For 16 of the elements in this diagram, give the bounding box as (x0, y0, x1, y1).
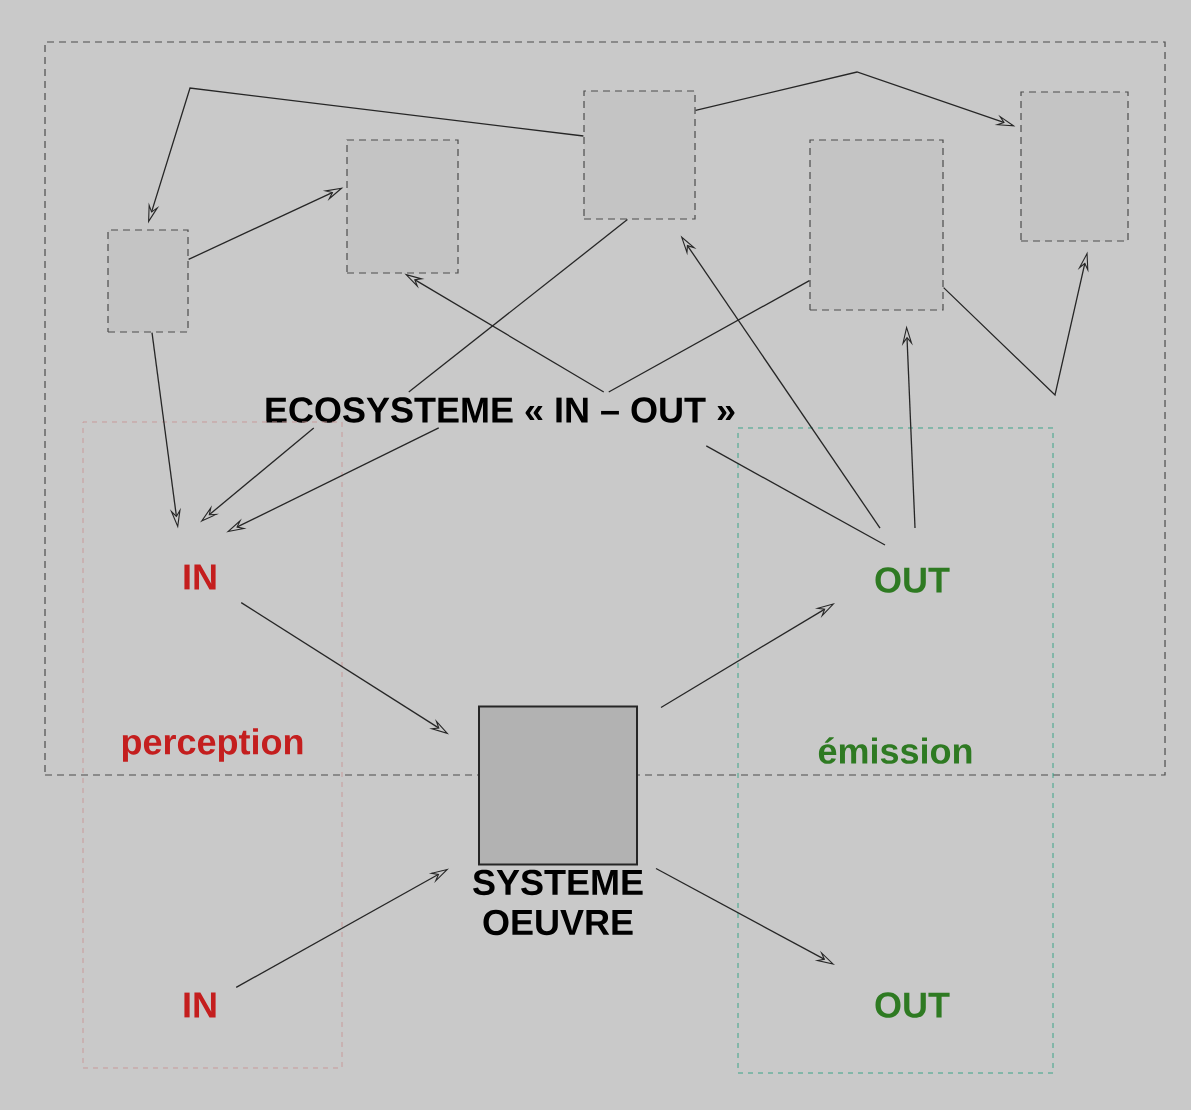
output-label: OUT (875, 567, 950, 593)
connector-line (608, 279, 811, 393)
dashed-box (809, 139, 944, 311)
connector-line (705, 445, 886, 546)
dashed-box (107, 229, 189, 333)
dashed-frame (44, 41, 1166, 776)
dashed-box (1020, 91, 1129, 242)
node-label: SYSTEME OEUVRE (473, 869, 643, 936)
output-label: OUT (875, 992, 950, 1018)
input-label: IN (184, 564, 216, 590)
dashed-box (346, 139, 459, 274)
connector-line (408, 218, 629, 393)
center-label: ECOSYSTEME « IN – OUT » (266, 397, 735, 423)
input-label: IN (184, 992, 216, 1018)
dashed-box (583, 90, 696, 220)
system-box: SYSTEME OEUVRE (473, 705, 643, 936)
